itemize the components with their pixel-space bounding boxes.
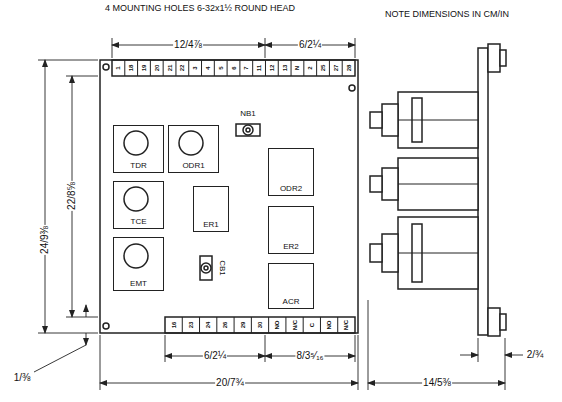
dimension: 6/2¼ <box>203 351 227 361</box>
terminal-divider <box>303 317 304 333</box>
relay-box: ODR1 <box>168 125 219 173</box>
terminal-label: NO <box>274 321 280 330</box>
dimension: 12/4⅞ <box>173 40 203 50</box>
terminal-divider <box>268 317 269 333</box>
relay-box: ACR <box>268 263 314 309</box>
part-name: TDR <box>114 161 163 170</box>
terminal-divider <box>234 317 235 333</box>
terminal-label: 30 <box>257 322 263 329</box>
terminal-label: 12 <box>269 65 275 72</box>
part-name: ODR1 <box>169 161 218 170</box>
terminal-label: 11 <box>256 65 262 71</box>
relay-box: ER1 <box>193 186 229 232</box>
dimension: 2/¾ <box>526 350 545 360</box>
terminal-divider <box>265 60 266 76</box>
terminal-label: 1 <box>115 66 121 69</box>
terminal-label: 18 <box>128 65 134 72</box>
terminal-label: 5 <box>218 66 224 69</box>
terminal-divider <box>342 60 343 76</box>
terminal-label: C <box>309 323 315 327</box>
terminal-divider <box>278 60 279 76</box>
part-name: ACR <box>269 297 313 306</box>
terminal-label: 21 <box>167 65 173 72</box>
terminal-divider <box>251 317 252 333</box>
part-name: EMT <box>114 279 163 288</box>
part-name: ER2 <box>269 242 313 251</box>
terminal-label: 2 <box>307 66 313 69</box>
terminal-label: 20 <box>154 65 160 72</box>
terminal-divider <box>150 60 151 76</box>
dimension: 20/7¾ <box>215 378 245 388</box>
terminal-divider <box>137 60 138 76</box>
terminal-label: 3 <box>192 66 198 69</box>
terminal-divider <box>329 60 330 76</box>
terminal-divider <box>216 317 217 333</box>
part-name: CB1 <box>218 260 226 276</box>
relay-box: ER2 <box>268 206 314 254</box>
part-name: ER1 <box>194 220 228 229</box>
terminal-label: 16 <box>171 322 177 329</box>
terminal-divider <box>214 60 215 76</box>
part-name: ODR2 <box>269 184 313 193</box>
terminal-label: 24 <box>205 322 211 329</box>
relay-box: EMT <box>113 237 164 291</box>
terminal-label: 7 <box>243 66 249 69</box>
dimension: 14/5⅜ <box>422 378 452 388</box>
terminal-label: 29 <box>240 322 246 329</box>
terminal-divider <box>227 60 228 76</box>
terminal-label: 4 <box>205 66 211 69</box>
terminal-divider <box>163 60 164 76</box>
dimension: 6/2¼ <box>298 40 322 50</box>
terminal-divider <box>337 317 338 333</box>
dimension: 22/8⅝ <box>67 181 77 211</box>
terminal-label: 26 <box>222 322 228 329</box>
terminal-divider <box>252 60 253 76</box>
relay-box: TCE <box>113 181 164 229</box>
terminal-divider <box>320 317 321 333</box>
terminal-divider <box>124 60 125 76</box>
dimension: 24/9⅜ <box>40 225 50 255</box>
relay-box: TDR <box>113 125 164 173</box>
terminal-divider <box>175 60 176 76</box>
terminal-divider <box>303 60 304 76</box>
note-text: 4 MOUNTING HOLES 6-32x1½ ROUND HEAD <box>105 4 295 13</box>
terminal-label: 19 <box>141 65 147 72</box>
terminal-label: 27 <box>333 65 339 72</box>
terminal-divider <box>285 317 286 333</box>
terminal-divider <box>182 317 183 333</box>
part-name: NB1 <box>240 110 256 118</box>
terminal-divider <box>188 60 189 76</box>
relay-box: ODR2 <box>268 148 314 196</box>
terminal-label: N/C <box>292 320 298 330</box>
dimension: 1/⅜ <box>13 373 32 383</box>
terminal-label: N <box>294 66 300 70</box>
dimension: 8/3⁵⁄₁₆ <box>295 351 324 361</box>
terminal-divider <box>199 317 200 333</box>
terminal-label: NO <box>326 321 332 330</box>
part-name: TCE <box>114 217 163 226</box>
terminal-label: 6 <box>231 66 237 69</box>
terminal-divider <box>239 60 240 76</box>
terminal-label: 28 <box>346 65 352 72</box>
terminal-divider <box>201 60 202 76</box>
note-text: NOTE DIMENSIONS IN CM/IN <box>385 10 509 19</box>
terminal-divider <box>291 60 292 76</box>
terminal-label: N/C <box>343 320 349 330</box>
terminal-label: 22 <box>179 65 185 72</box>
terminal-label: 23 <box>188 322 194 329</box>
terminal-label: 25 <box>320 65 326 72</box>
terminal-label: 13 <box>282 65 288 72</box>
terminal-divider <box>316 60 317 76</box>
